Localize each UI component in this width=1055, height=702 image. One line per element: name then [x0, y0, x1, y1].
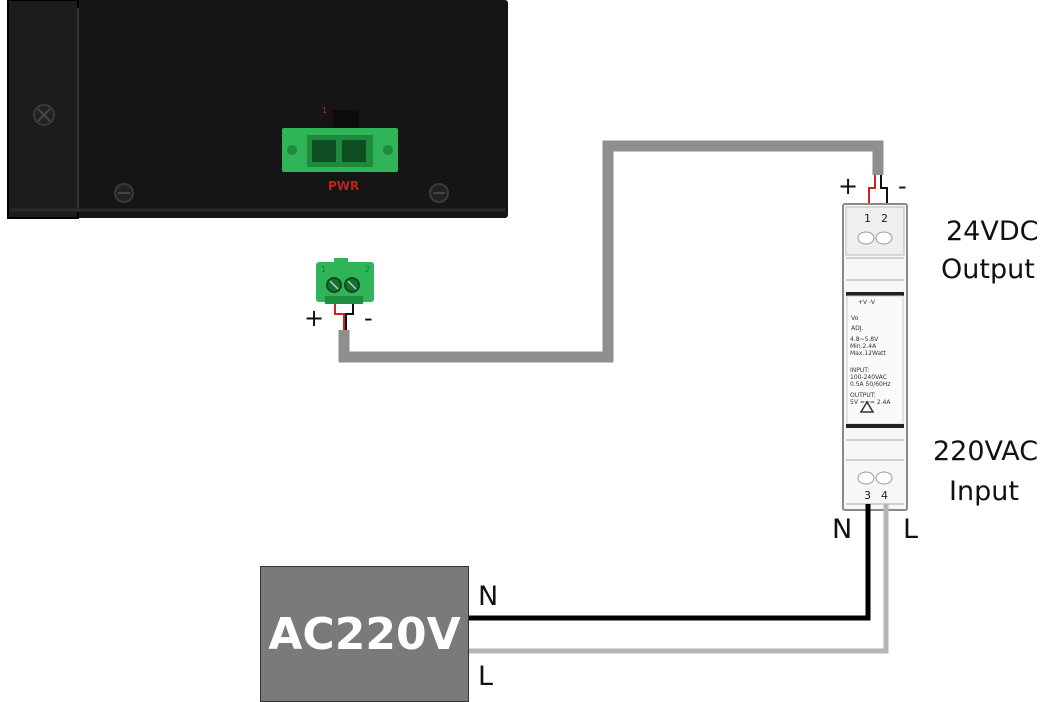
psu-n-label: N	[832, 514, 853, 545]
input-voltage-label: 220VAC	[933, 436, 1039, 467]
ac-source-box: AC220V	[260, 566, 469, 702]
sticker-line: Max.12Watt	[850, 350, 887, 357]
sticker-line: 4.8~5.8V	[850, 336, 879, 343]
output-voltage-label: 24VDC	[946, 216, 1039, 247]
screw-icon	[33, 104, 55, 126]
sticker-line: 0.5A 50/60Hz	[850, 381, 891, 388]
screw-icon	[114, 183, 134, 203]
psu-output-leads	[868, 175, 888, 204]
sticker-line: 5V === 2.4A	[850, 399, 891, 406]
dc-output-cable	[338, 140, 884, 363]
ac-line-wire	[467, 504, 889, 654]
sticker-line: Vo	[851, 315, 859, 322]
plug-plus-label: +	[304, 304, 325, 332]
ac-neutral-wire	[467, 504, 871, 621]
terminal-block-plug: 1 2	[316, 258, 374, 304]
psu-minus-label: -	[898, 172, 907, 200]
ac-source-label: AC220V	[268, 608, 461, 660]
svg-text:1: 1	[322, 106, 327, 115]
din-rail-power-supply	[842, 203, 908, 511]
sticker-line: 100-240VAC	[850, 374, 887, 381]
input-label: Input	[949, 476, 1019, 507]
pwr-socket: 1	[282, 106, 398, 172]
psu-plus-label: +	[838, 172, 859, 200]
terminal-number: 2	[881, 212, 888, 225]
ac-n-label: N	[478, 581, 499, 612]
ac-l-label: L	[478, 661, 494, 692]
sticker-line: Min.2.4A	[850, 343, 877, 350]
psu-l-label: L	[903, 514, 919, 545]
svg-text:2: 2	[365, 265, 370, 274]
sticker-line: INPUT:	[850, 367, 869, 374]
terminal-number: 1	[864, 212, 871, 225]
plug-minus-label: -	[364, 304, 373, 332]
terminal-number: 4	[881, 489, 888, 502]
pwr-label: PWR	[328, 179, 359, 193]
sticker-line: OUTPUT:	[850, 392, 876, 399]
svg-text:1: 1	[321, 265, 326, 274]
switch-device: 1 PWR	[7, 0, 508, 219]
psu-sticker-text: +V -V Vo ADJ. 4.8~5.8V Min.2.4A Max.12Wa…	[850, 299, 891, 406]
plug-leads	[334, 304, 354, 330]
sticker-line: ADJ.	[851, 325, 863, 332]
terminal-number: 3	[864, 489, 871, 502]
screw-icon	[429, 183, 449, 203]
output-label: Output	[941, 254, 1035, 285]
sticker-line: +V -V	[858, 299, 876, 306]
